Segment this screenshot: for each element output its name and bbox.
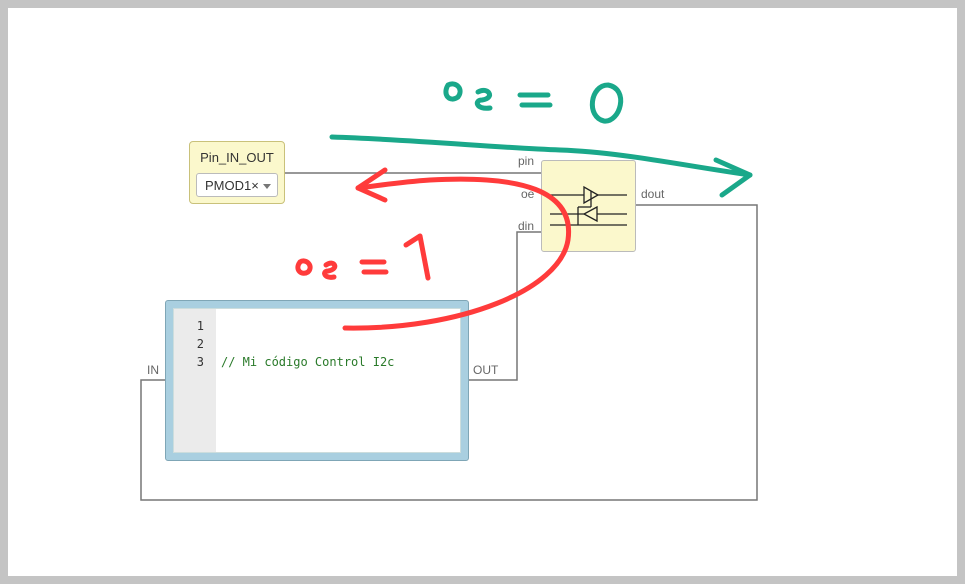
- port-out-label: OUT: [473, 363, 499, 377]
- chevron-down-icon[interactable]: [263, 184, 271, 189]
- wire-dout: [140, 204, 758, 501]
- line-number: 2: [196, 337, 204, 351]
- pin-select-dropdown[interactable]: PMOD1×: [196, 173, 278, 197]
- code-block[interactable]: 1 2 3 // Mi código Control I2c: [165, 300, 469, 461]
- code-line: // Mi código Control I2c: [221, 355, 395, 369]
- line-number: 1: [196, 319, 204, 333]
- port-pin-label: pin: [518, 154, 535, 168]
- line-number: 3: [196, 355, 204, 369]
- pin-block-title: Pin_IN_OUT: [200, 150, 274, 165]
- port-oe-label: oe: [521, 187, 535, 201]
- pin-in-out-block[interactable]: Pin_IN_OUT PMOD1×: [189, 141, 285, 204]
- line-gutter: 1 2 3: [174, 309, 216, 452]
- port-dout-label: dout: [641, 187, 665, 201]
- wire-din: [469, 231, 541, 381]
- port-din-label: din: [518, 219, 535, 233]
- code-editor[interactable]: 1 2 3 // Mi código Control I2c: [173, 308, 461, 453]
- tristate-buffer-icon: [550, 185, 627, 226]
- tristate-block[interactable]: [541, 160, 636, 252]
- wires-layer: [140, 172, 758, 501]
- diagram-canvas: [8, 8, 957, 576]
- pin-select-value: PMOD1×: [205, 178, 259, 193]
- port-in-label: IN: [147, 363, 159, 377]
